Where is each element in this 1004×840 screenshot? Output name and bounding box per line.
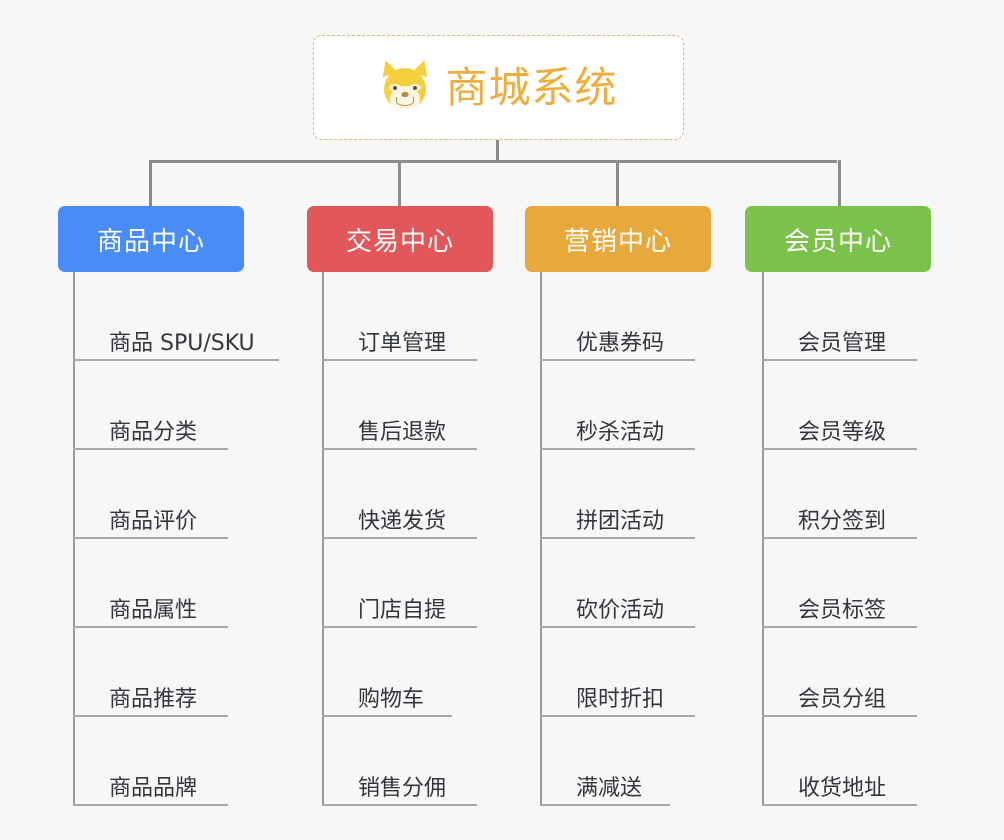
leaf-underline: [540, 448, 695, 450]
leaf-item[interactable]: 商品评价: [73, 450, 228, 539]
leaf-item[interactable]: 积分签到: [762, 450, 917, 539]
leaf-item[interactable]: 会员等级: [762, 361, 917, 450]
leaf-label: 商品品牌: [109, 776, 198, 801]
leaf-item[interactable]: 限时折扣: [540, 628, 695, 717]
leaf-underline: [762, 537, 917, 539]
leaf-underline: [322, 537, 477, 539]
root-connector-stem: [496, 140, 499, 162]
leaf-item[interactable]: 快递发货: [322, 450, 477, 539]
leaf-label: 砍价活动: [576, 598, 665, 623]
leaf-label: 会员管理: [798, 331, 887, 356]
leaf-underline: [540, 537, 695, 539]
leaf-underline: [540, 715, 695, 717]
leaf-underline: [762, 715, 917, 717]
leaf-label: 秒杀活动: [576, 420, 665, 445]
leaf-item[interactable]: 收货地址: [762, 717, 917, 806]
branch-connector-drop: [398, 160, 401, 206]
branch-trunk-line: [322, 272, 324, 806]
branch-connector-drop: [616, 160, 619, 206]
leaf-underline: [322, 359, 477, 361]
leaf-underline: [73, 804, 228, 806]
leaf-item[interactable]: 满减送: [540, 717, 670, 806]
leaf-label: 拼团活动: [576, 509, 665, 534]
leaf-item[interactable]: 售后退款: [322, 361, 477, 450]
leaf-item[interactable]: 秒杀活动: [540, 361, 695, 450]
leaf-underline: [73, 715, 228, 717]
leaf-underline: [322, 448, 477, 450]
leaf-label: 积分签到: [798, 509, 887, 534]
leaf-underline: [762, 359, 917, 361]
leaf-underline: [73, 626, 228, 628]
leaf-underline: [540, 804, 670, 806]
leaf-underline: [73, 359, 279, 361]
leaf-label: 会员等级: [798, 420, 887, 445]
leaf-item[interactable]: 商品属性: [73, 539, 228, 628]
branch-connector-drop: [838, 160, 841, 206]
leaf-label: 商品推荐: [109, 687, 198, 712]
branch-trunk-line: [762, 272, 764, 806]
leaf-label: 销售分佣: [358, 776, 447, 801]
category-label: 会员中心: [783, 226, 892, 257]
leaf-item[interactable]: 销售分佣: [322, 717, 477, 806]
leaf-label: 满减送: [576, 776, 643, 801]
leaf-item[interactable]: 砍价活动: [540, 539, 695, 628]
leaf-underline: [762, 626, 917, 628]
category-label: 商品中心: [96, 226, 205, 257]
leaf-label: 限时折扣: [576, 687, 665, 712]
category-box-2[interactable]: 交易中心: [307, 206, 493, 272]
leaf-item[interactable]: 优惠券码: [540, 272, 695, 361]
category-box-3[interactable]: 营销中心: [525, 206, 711, 272]
leaf-label: 购物车: [358, 687, 425, 712]
leaf-underline: [540, 626, 695, 628]
leaf-item[interactable]: 门店自提: [322, 539, 477, 628]
leaf-item[interactable]: 商品分类: [73, 361, 228, 450]
leaf-underline: [762, 448, 917, 450]
leaf-label: 订单管理: [358, 331, 447, 356]
leaf-underline: [322, 626, 477, 628]
leaf-label: 商品分类: [109, 420, 198, 445]
leaf-label: 商品属性: [109, 598, 198, 623]
leaf-item[interactable]: 商品推荐: [73, 628, 228, 717]
leaf-label: 优惠券码: [576, 331, 665, 356]
leaf-item[interactable]: 商品品牌: [73, 717, 228, 806]
category-box-4[interactable]: 会员中心: [745, 206, 931, 272]
branch-connector-drop: [149, 160, 152, 206]
branch-trunk-line: [73, 272, 75, 806]
leaf-item[interactable]: 会员管理: [762, 272, 917, 361]
leaf-label: 会员分组: [798, 687, 887, 712]
category-label: 交易中心: [345, 226, 454, 257]
leaf-label: 商品评价: [109, 509, 198, 534]
category-label: 营销中心: [563, 226, 672, 257]
leaf-underline: [73, 448, 228, 450]
leaf-underline: [322, 804, 477, 806]
root-node[interactable]: 商城系统: [313, 35, 684, 140]
leaf-label: 快递发货: [358, 509, 447, 534]
leaf-label: 售后退款: [358, 420, 447, 445]
branch-trunk-line: [540, 272, 542, 806]
leaf-underline: [322, 715, 452, 717]
category-box-1[interactable]: 商品中心: [58, 206, 244, 272]
leaf-item[interactable]: 购物车: [322, 628, 452, 717]
leaf-item[interactable]: 商品 SPU/SKU: [73, 272, 279, 361]
leaf-item[interactable]: 拼团活动: [540, 450, 695, 539]
root-title: 商城系统: [445, 62, 618, 112]
leaf-underline: [540, 359, 695, 361]
leaf-label: 收货地址: [798, 776, 887, 801]
leaf-item[interactable]: 订单管理: [322, 272, 477, 361]
leaf-underline: [73, 537, 228, 539]
leaf-label: 会员标签: [798, 598, 887, 623]
leaf-label: 商品 SPU/SKU: [109, 331, 255, 356]
leaf-underline: [762, 804, 917, 806]
leaf-item[interactable]: 会员分组: [762, 628, 917, 717]
leaf-label: 门店自提: [358, 598, 447, 623]
root-connector-bus: [149, 160, 837, 163]
leaf-item[interactable]: 会员标签: [762, 539, 917, 628]
shiba-dog-face-icon: [378, 57, 433, 114]
